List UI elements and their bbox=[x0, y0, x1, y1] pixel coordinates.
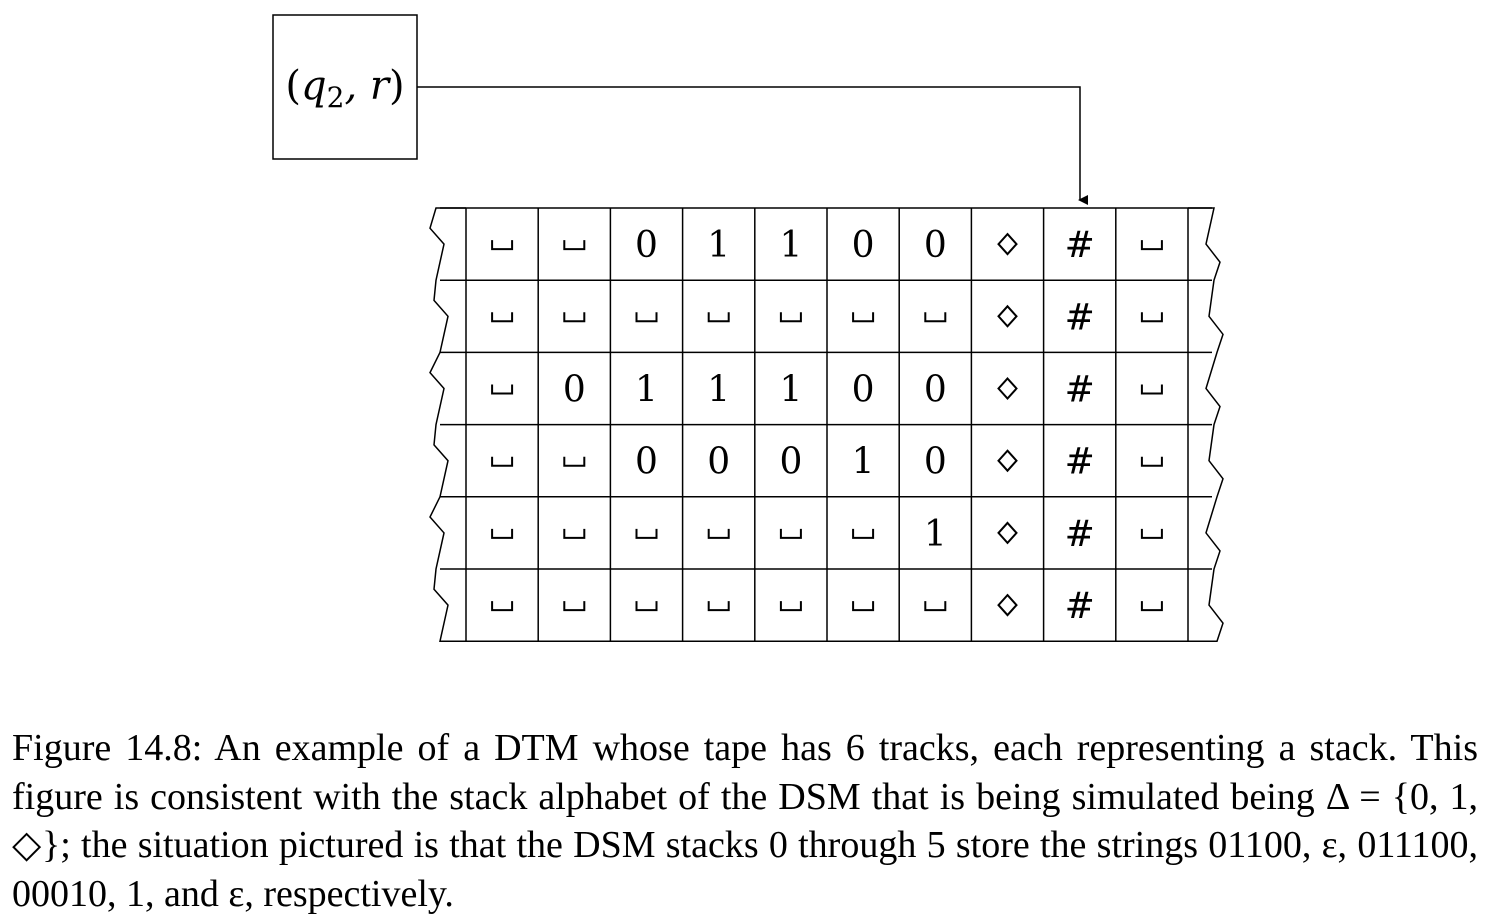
multi-track-tape: 0 1 1 0 0 # #0 1 1 1 0 0 #0 0 0 1 0 #1 # # bbox=[429, 207, 1224, 642]
dtm-diagram: (q2, r) 0 1 1 0 0 # #0 1 1 1 0 0 #0 0 0 1 0 #1 # # bbox=[272, 14, 1224, 642]
blank-symbol-icon bbox=[924, 601, 947, 612]
blank-symbol-icon bbox=[779, 601, 802, 612]
tape-cell-symbol: 1 bbox=[924, 514, 947, 555]
blank-symbol-icon bbox=[1140, 528, 1163, 539]
tape-cell-symbol: # bbox=[1065, 442, 1095, 483]
blank-symbol-icon bbox=[852, 601, 875, 612]
tape-torn-left-edge bbox=[429, 207, 466, 642]
tape-cell-symbol: 0 bbox=[563, 370, 586, 411]
tape-torn-right-edge bbox=[1188, 207, 1224, 642]
blank-symbol-icon bbox=[779, 312, 802, 323]
tape-cell-symbol: 0 bbox=[707, 442, 730, 483]
blank-symbol-icon bbox=[563, 528, 586, 539]
head-pointer-arrow bbox=[417, 86, 1088, 205]
blank-symbol-icon bbox=[1140, 456, 1163, 467]
tape-cell-symbol: 0 bbox=[924, 225, 947, 266]
diamond-symbol-icon bbox=[997, 304, 1018, 328]
tape-cell-symbol: 0 bbox=[635, 225, 658, 266]
state-label: (q2, r) bbox=[285, 63, 404, 114]
blank-symbol-icon bbox=[852, 312, 875, 323]
tape-cell-symbol: 0 bbox=[779, 442, 802, 483]
tape-cell-symbol: 0 bbox=[924, 370, 947, 411]
blank-symbol-icon bbox=[635, 601, 658, 612]
blank-symbol-icon bbox=[1140, 601, 1163, 612]
diamond-symbol-icon bbox=[997, 449, 1018, 473]
tape-cell-symbol: 0 bbox=[924, 442, 947, 483]
tape-cell-symbol: 1 bbox=[707, 225, 730, 266]
blank-symbol-icon bbox=[491, 601, 514, 612]
tape-cell-symbol: # bbox=[1065, 514, 1095, 555]
blank-symbol-icon bbox=[563, 601, 586, 612]
tape-cell-symbol: 1 bbox=[635, 370, 658, 411]
blank-symbol-icon bbox=[852, 528, 875, 539]
tape-cell-symbol: # bbox=[1065, 370, 1095, 411]
tape-cell-symbol: 1 bbox=[852, 442, 875, 483]
diamond-symbol-icon bbox=[997, 377, 1018, 400]
blank-symbol-icon bbox=[491, 384, 514, 395]
blank-symbol-icon bbox=[491, 456, 514, 467]
tape-cell-symbol: # bbox=[1065, 225, 1095, 266]
tape-cell-symbol: 0 bbox=[635, 442, 658, 483]
tape-cell-symbol: # bbox=[1065, 586, 1095, 627]
figure-caption: Figure 14.8: An example of a DTM whose t… bbox=[12, 727, 1478, 915]
blank-symbol-icon bbox=[635, 528, 658, 539]
blank-symbol-icon bbox=[1140, 240, 1163, 251]
blank-symbol-icon bbox=[563, 456, 586, 467]
tape-cell-symbol: 0 bbox=[852, 225, 875, 266]
blank-symbol-icon bbox=[1140, 384, 1163, 395]
tape-cell-symbol: 1 bbox=[779, 370, 802, 411]
tape-cell-symbol: 0 bbox=[852, 370, 875, 411]
blank-symbol-icon bbox=[707, 601, 730, 612]
blank-symbol-icon bbox=[563, 312, 586, 323]
tape-cell-symbol: 1 bbox=[707, 370, 730, 411]
blank-symbol-icon bbox=[491, 312, 514, 323]
blank-symbol-icon bbox=[635, 312, 658, 323]
diamond-symbol-icon bbox=[997, 593, 1018, 617]
tape-cell-symbol: # bbox=[1065, 297, 1095, 338]
blank-symbol-icon bbox=[563, 240, 586, 251]
blank-symbol-icon bbox=[707, 312, 730, 323]
blank-symbol-icon bbox=[924, 312, 947, 323]
blank-symbol-icon bbox=[1140, 312, 1163, 323]
blank-symbol-icon bbox=[779, 528, 802, 539]
blank-symbol-icon bbox=[491, 240, 514, 251]
blank-symbol-icon bbox=[707, 528, 730, 539]
diamond-symbol-icon bbox=[997, 521, 1018, 545]
tape-cell-symbol: 1 bbox=[779, 225, 802, 266]
blank-symbol-icon bbox=[491, 528, 514, 539]
diamond-symbol-icon bbox=[997, 232, 1018, 256]
